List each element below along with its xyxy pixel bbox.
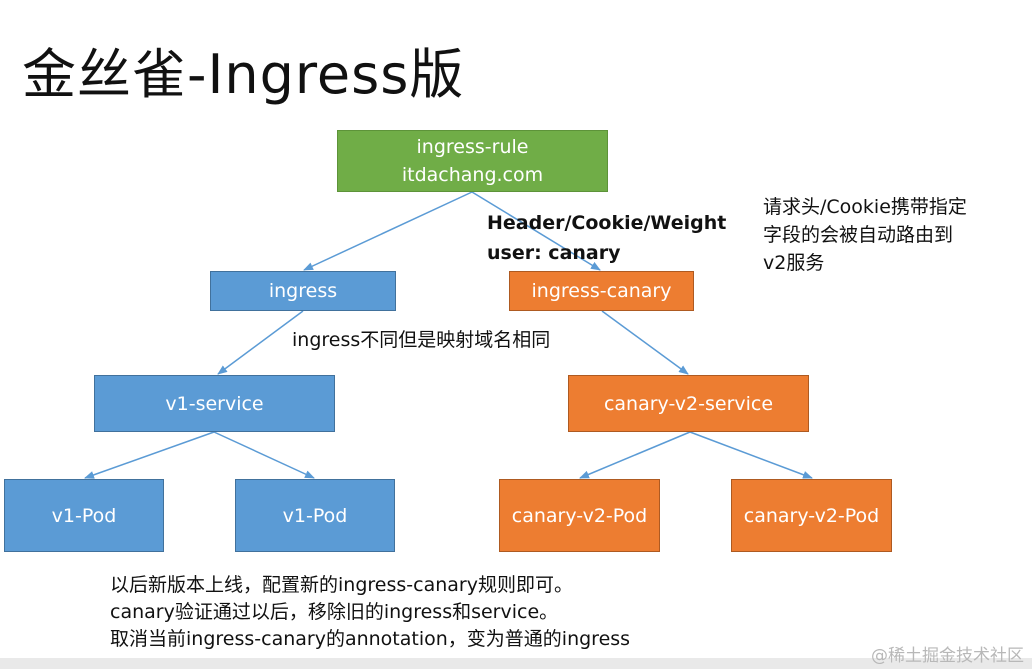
edge-canary-service-pod2 xyxy=(689,431,813,479)
slide-title: 金丝雀-Ingress版 xyxy=(22,43,465,106)
canary-v2-pod-node-2: canary-v2-Pod xyxy=(731,479,892,552)
v1-pod-label: v1-Pod xyxy=(51,504,117,527)
edge-root-ingress-canary xyxy=(471,191,601,271)
canary-v2-pod-label: canary-v2-Pod xyxy=(743,504,880,527)
routing-explanation-line: 请求头/Cookie携带指定 xyxy=(763,196,967,218)
mapping-note: ingress不同但是映射域名相同 xyxy=(292,329,551,351)
user-canary-text: user: canary xyxy=(487,242,621,264)
v1-service-label: v1-service xyxy=(165,392,264,415)
domain-label: itdachang.com xyxy=(401,164,544,186)
edge-canary-service-pod1 xyxy=(579,431,691,479)
routing-explanation: 请求头/Cookie携带指定 字段的会被自动路由到 v2服务 xyxy=(763,193,967,277)
note-line-2: canary验证通过以后，移除旧的ingress和service。 xyxy=(110,601,559,623)
v1-pod-node-2: v1-Pod xyxy=(235,479,395,552)
routing-explanation-line: v2服务 xyxy=(763,252,825,274)
ingress-canary-label: ingress-canary xyxy=(531,280,672,302)
ingress-rule-label: ingress-rule xyxy=(416,136,529,158)
edge-v1-service-pod1 xyxy=(84,431,215,479)
ingress-node: ingress xyxy=(210,271,396,311)
routing-condition-label: Header/Cookie/Weight user: canary xyxy=(487,208,726,268)
header-cookie-weight-text: Header/Cookie/Weight xyxy=(487,212,727,234)
edge-root-ingress xyxy=(303,191,473,271)
ingress-canary-node: ingress-canary xyxy=(509,271,694,311)
note-line-3: 取消当前ingress-canary的annotation，变为普通的ingre… xyxy=(110,628,631,650)
note-line-1: 以后新版本上线，配置新的ingress-canary规则即可。 xyxy=(110,574,573,596)
v1-service-node: v1-service xyxy=(94,375,335,432)
routing-explanation-line: 字段的会被自动路由到 xyxy=(763,224,954,246)
bottom-strip xyxy=(0,658,1032,669)
watermark: @稀土掘金技术社区 xyxy=(871,646,1024,666)
ingress-rule-node: ingress-rule itdachang.com xyxy=(337,130,608,192)
canary-v2-pod-node-1: canary-v2-Pod xyxy=(499,479,660,552)
edge-v1-service-pod2 xyxy=(213,431,315,479)
edge-canary-v2-service xyxy=(601,310,689,375)
canary-v2-service-node: canary-v2-service xyxy=(568,375,809,432)
canary-v2-service-label: canary-v2-service xyxy=(603,392,774,415)
bottom-notes: 以后新版本上线，配置新的ingress-canary规则即可。 canary验证… xyxy=(110,572,630,653)
v1-pod-label: v1-Pod xyxy=(282,504,348,527)
edge-ingress-v1-service xyxy=(217,310,304,375)
v1-pod-node-1: v1-Pod xyxy=(4,479,164,552)
ingress-label: ingress xyxy=(268,280,338,302)
canary-v2-pod-label: canary-v2-Pod xyxy=(511,504,648,527)
